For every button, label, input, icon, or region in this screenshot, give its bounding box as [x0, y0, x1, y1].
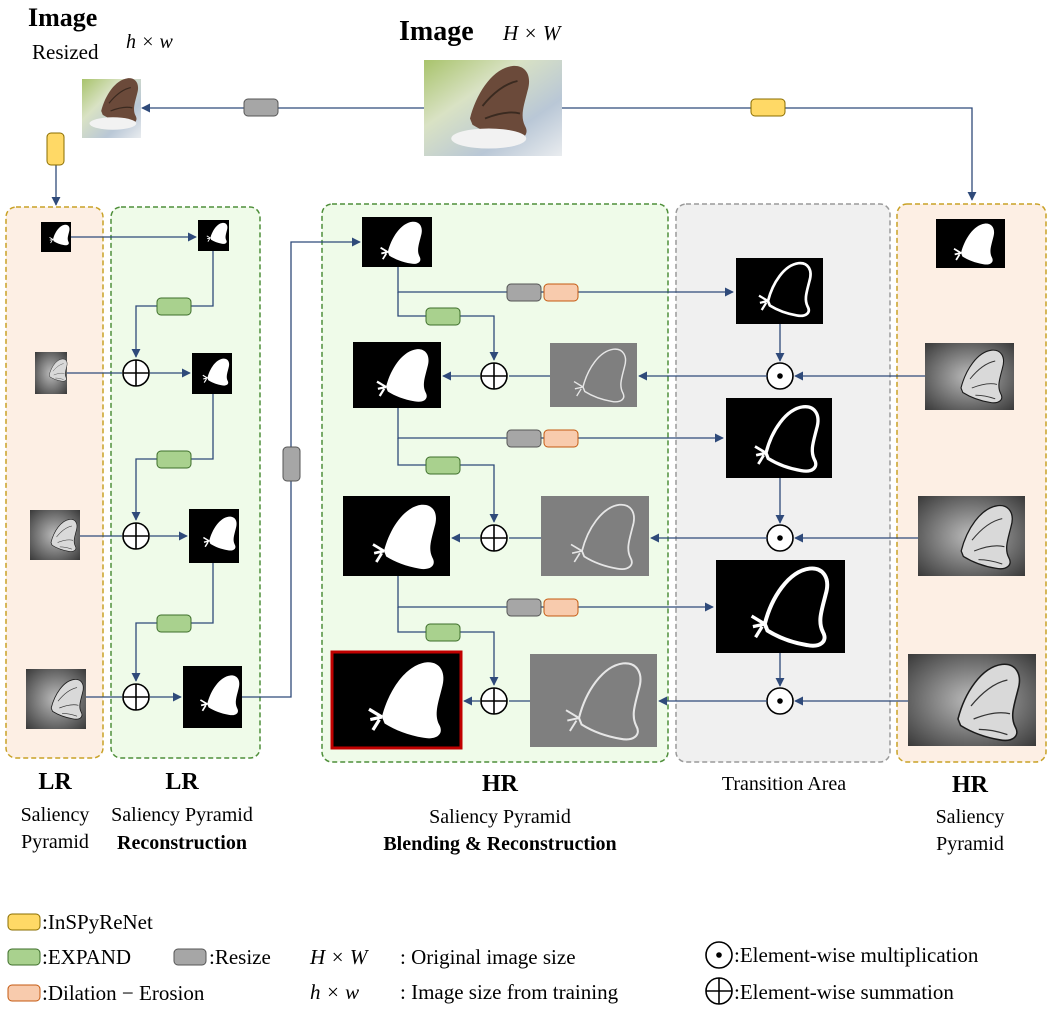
- mult-symbol-3: [766, 687, 794, 715]
- resize-block-hr-1: [506, 283, 542, 302]
- dilation-erosion-block-2: [543, 429, 579, 448]
- transition-mask-level-2: [726, 398, 832, 478]
- lr-recon-level-0: [198, 220, 229, 251]
- legend-mult-symbol: [705, 941, 733, 969]
- sum-symbol-hr-1: [480, 362, 508, 390]
- masked-detail-level-3: [530, 654, 657, 747]
- dilation-erosion-block-3: [543, 598, 579, 617]
- transition-area-title: Transition Area: [722, 773, 846, 795]
- legend-original-size-symbol: H × W: [309, 945, 370, 969]
- hr-recon-level-2: [343, 496, 450, 576]
- transition-mask-level-1: [736, 258, 823, 324]
- resize-block-lr-to-hr: [282, 446, 301, 482]
- legend-swatch-inspyrenet: [7, 913, 41, 931]
- inspyrenet-block-hr: [750, 98, 786, 117]
- hr-blending-line2: Blending & Reconstruction: [383, 833, 616, 855]
- lr-saliency-level-3: [26, 669, 86, 729]
- hr-recon-level-0: [362, 217, 432, 267]
- legend-label-inspyrenet: :InSPyReNet: [42, 910, 153, 934]
- expand-block-lr-2: [156, 450, 192, 469]
- original-image-dims: H × W: [502, 21, 563, 45]
- legend-label-sum: :Element-wise summation: [734, 980, 954, 1004]
- expand-block-hr-3: [425, 623, 461, 642]
- lr-reconstruction-panel: [110, 206, 261, 759]
- masked-detail-level-1: [550, 343, 637, 407]
- hr-pyramid-line2: Pyramid: [936, 833, 1004, 855]
- expand-block-lr-3: [156, 614, 192, 633]
- hr-saliency-level-0: [936, 219, 1005, 268]
- sum-symbol-lr-3: [122, 683, 150, 711]
- legend-training-size-text: : Image size from training: [400, 980, 619, 1004]
- resized-image-word: Resized: [32, 40, 99, 64]
- resized-image-title: Image: [28, 3, 97, 32]
- hr-recon-level-1: [353, 342, 441, 408]
- resized-input-photo: [82, 77, 141, 138]
- hr-blending-title: HR: [482, 771, 519, 797]
- hr-blending-line1: Saliency Pyramid: [429, 806, 571, 828]
- expand-block-lr-1: [156, 297, 192, 316]
- hr-pyramid-line1: Saliency: [936, 806, 1005, 828]
- lr-pyramid-line2: Pyramid: [21, 831, 89, 853]
- legend-training-size-symbol: h × w: [310, 980, 359, 1004]
- lr-recon-title: LR: [165, 769, 199, 795]
- lr-recon-level-1: [192, 353, 232, 394]
- lr-pyramid-panel: [5, 206, 104, 759]
- resize-block-hr-3: [506, 598, 542, 617]
- expand-block-hr-2: [425, 456, 461, 475]
- lr-recon-line2: Reconstruction: [117, 832, 247, 854]
- legend-label-expand: :EXPAND: [42, 945, 131, 969]
- sum-symbol-lr-2: [122, 522, 150, 550]
- hr-saliency-level-1: [925, 343, 1014, 410]
- lr-pyramid-line1: Saliency: [21, 804, 90, 826]
- resize-block-top: [243, 98, 279, 117]
- legend-original-size-text: : Original image size: [400, 945, 576, 969]
- mult-symbol-2: [766, 524, 794, 552]
- lr-recon-level-2: [189, 509, 239, 563]
- expand-block-hr-1: [425, 307, 461, 326]
- mult-symbol-1: [766, 362, 794, 390]
- hr-saliency-level-3: [908, 654, 1036, 746]
- legend-label-dilation-erosion: :Dilation − Erosion: [42, 981, 205, 1005]
- dilation-erosion-block-1: [543, 283, 579, 302]
- legend: :InSPyReNet :EXPAND :Resize :Dilation − …: [7, 910, 979, 1005]
- transition-mask-level-3: [716, 560, 845, 653]
- hr-saliency-level-2: [918, 496, 1025, 576]
- hr-recon-final-output: [330, 650, 463, 750]
- legend-swatch-resize: [173, 948, 207, 966]
- hr-pyramid-title: HR: [952, 772, 989, 798]
- resized-image-dims: h × w: [126, 31, 173, 53]
- resize-block-hr-2: [506, 429, 542, 448]
- lr-pyramid-title: LR: [38, 769, 72, 795]
- lr-saliency-level-0: [41, 222, 71, 252]
- lr-recon-level-3: [183, 666, 242, 728]
- lr-recon-line1: Saliency Pyramid: [111, 804, 253, 826]
- legend-swatch-expand: [7, 948, 41, 966]
- lr-saliency-level-2: [30, 510, 80, 560]
- inspyrenet-block-lr: [46, 132, 65, 166]
- legend-sum-symbol: [705, 977, 733, 1005]
- sum-symbol-hr-2: [480, 524, 508, 552]
- masked-detail-level-2: [541, 496, 649, 576]
- original-input-photo: [424, 60, 562, 156]
- legend-swatch-dilation-erosion: [7, 984, 41, 1002]
- legend-label-resize: :Resize: [209, 945, 271, 969]
- legend-label-mult: :Element-wise multiplication: [734, 943, 979, 967]
- sum-symbol-lr-1: [122, 359, 150, 387]
- lr-saliency-level-1: [35, 352, 68, 394]
- original-image-title: Image: [399, 16, 474, 47]
- sum-symbol-hr-3: [480, 687, 508, 715]
